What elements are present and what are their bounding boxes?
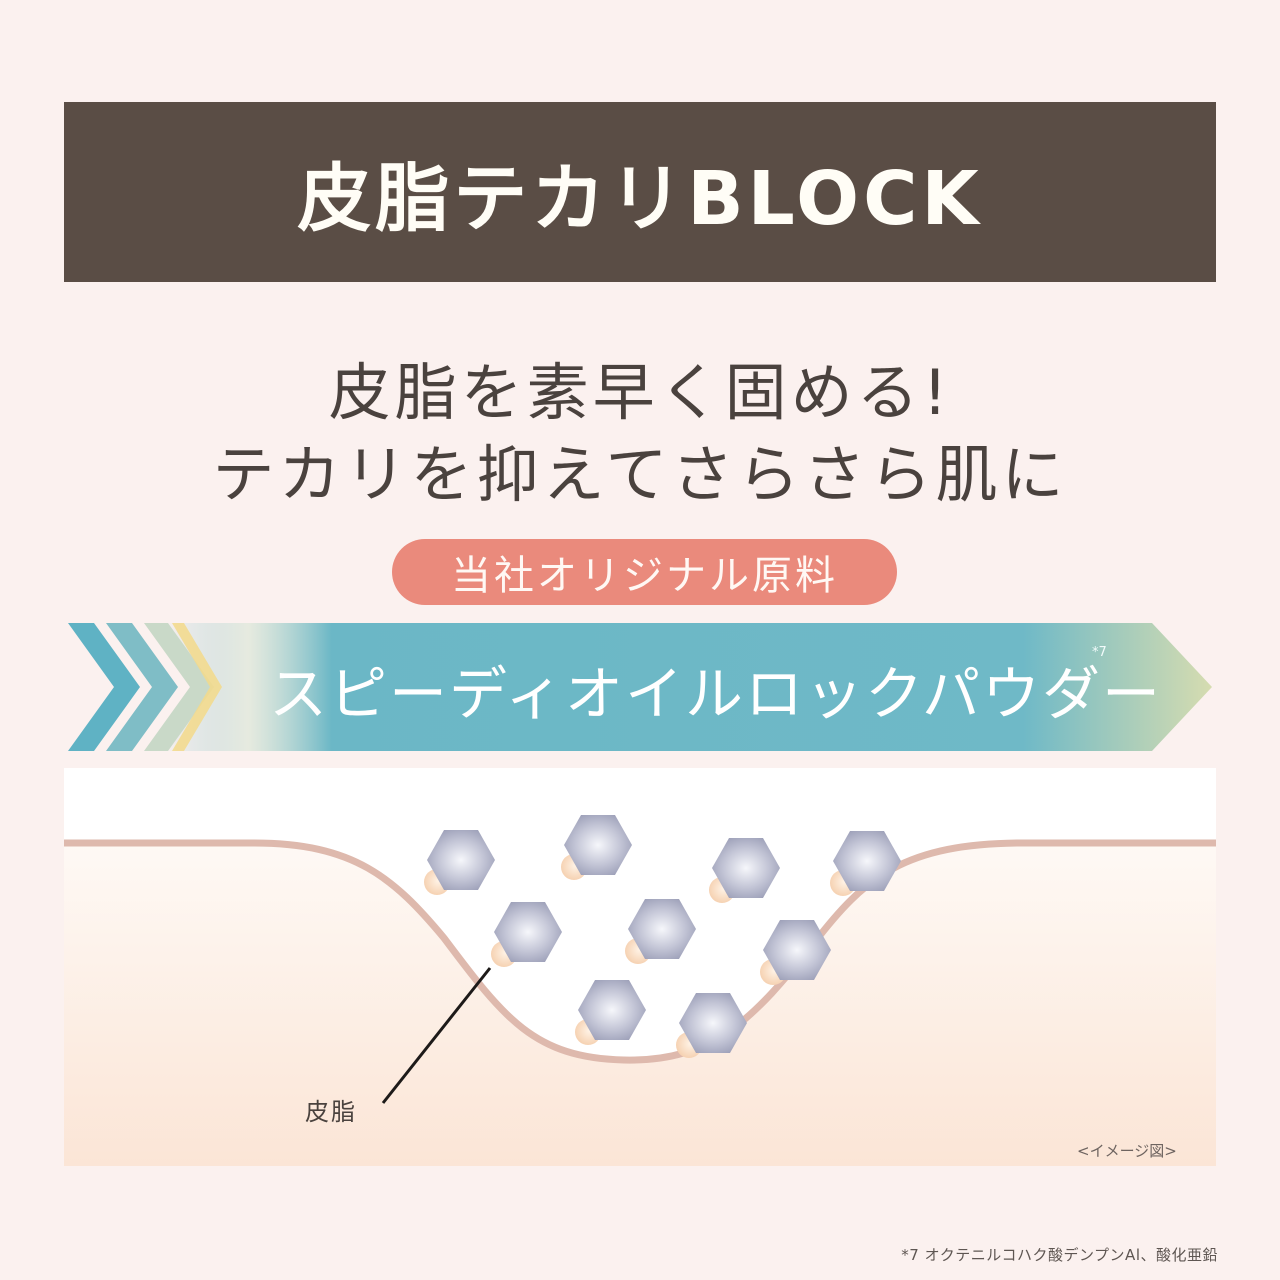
- page-title: 皮脂テカリBLOCK: [297, 155, 983, 242]
- badge-label: 当社オリジナル原料: [451, 553, 838, 599]
- ingredient-banner: スピーディオイルロックパウダー *7: [64, 623, 1216, 751]
- headline-line-1: 皮脂を素早く固める!: [328, 356, 952, 429]
- image-note: <イメージ図>: [1077, 1142, 1177, 1160]
- chevron-icon: [106, 623, 178, 751]
- footnote-marker: *7: [1092, 645, 1107, 660]
- original-ingredient-badge: 当社オリジナル原料: [392, 539, 897, 605]
- ingredient-name: スピーディオイルロックパウダー: [269, 660, 1163, 728]
- title-bar: 皮脂テカリBLOCK: [64, 102, 1216, 282]
- headline: 皮脂を素早く固める! テカリを抑えてさらさら肌に: [0, 352, 1280, 516]
- chevron-icon: [144, 623, 214, 751]
- skin-diagram: [64, 768, 1216, 1166]
- chevron-icon: [172, 623, 222, 751]
- skin-illustration: [64, 768, 1216, 1166]
- sebum-label: 皮脂: [305, 1098, 357, 1126]
- headline-line-2: テカリを抑えてさらさら肌に: [212, 438, 1068, 511]
- footnote-text: *7 オクテニルコハク酸デンプンAl、酸化亜鉛: [901, 1246, 1218, 1264]
- banner-arrow-shape: [68, 623, 1212, 751]
- chevron-icon: [68, 623, 140, 751]
